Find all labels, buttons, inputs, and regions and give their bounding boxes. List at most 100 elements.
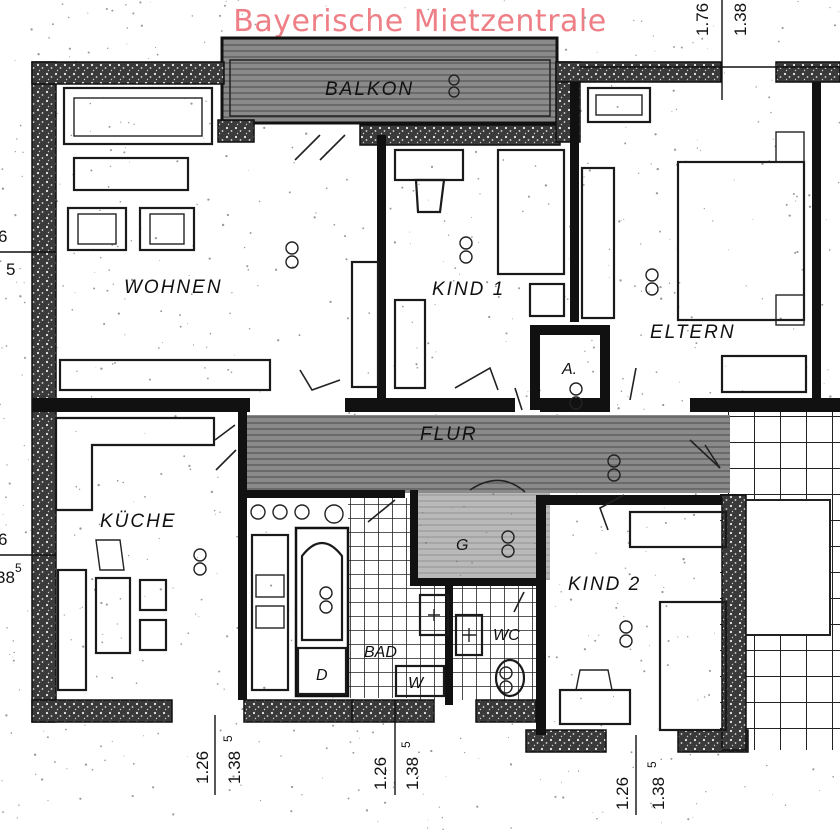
paper-speck <box>135 682 138 685</box>
paper-speck <box>97 483 100 487</box>
paper-speck <box>568 258 570 260</box>
paper-speck <box>158 537 160 540</box>
paper-speck <box>663 586 665 589</box>
fixture-label-dusche: D <box>316 667 328 684</box>
paper-speck <box>507 737 510 739</box>
kind1-furniture <box>393 148 566 390</box>
paper-speck <box>241 13 244 15</box>
paper-speck <box>418 183 420 186</box>
paper-speck <box>1 780 3 782</box>
paper-speck <box>632 766 634 769</box>
paper-speck <box>701 37 704 40</box>
paper-speck <box>608 265 610 267</box>
paper-speck <box>349 741 352 743</box>
paper-speck <box>132 12 135 15</box>
paper-speck <box>79 527 82 530</box>
paper-speck <box>624 567 627 569</box>
paper-speck <box>617 404 619 406</box>
paper-speck <box>141 659 144 662</box>
paper-speck <box>640 334 642 336</box>
paper-speck <box>254 23 257 26</box>
paper-speck <box>236 626 239 629</box>
paper-speck <box>325 5 327 7</box>
paper-speck <box>216 572 218 574</box>
paper-speck <box>679 381 680 383</box>
paper-speck <box>643 408 645 410</box>
paper-speck <box>511 723 514 725</box>
paper-speck <box>120 637 122 639</box>
paper-speck <box>540 779 541 780</box>
paper-speck <box>703 696 706 698</box>
interior-walls <box>32 82 840 735</box>
paper-speck <box>693 577 695 580</box>
paper-speck <box>172 813 175 816</box>
paper-speck <box>243 246 246 249</box>
paper-speck <box>0 403 1 406</box>
paper-speck <box>628 573 631 576</box>
paper-speck <box>14 150 16 153</box>
paper-speck <box>703 207 705 210</box>
paper-speck <box>159 588 162 591</box>
paper-speck <box>623 615 625 618</box>
paper-speck <box>580 697 582 700</box>
paper-speck <box>236 535 238 538</box>
paper-speck <box>70 134 73 137</box>
paper-speck <box>109 165 112 168</box>
paper-speck <box>663 507 665 509</box>
paper-speck <box>122 481 125 484</box>
paper-speck <box>569 598 573 601</box>
paper-speck <box>660 297 663 300</box>
paper-speck <box>230 371 233 374</box>
paper-speck <box>725 365 727 367</box>
paper-speck <box>223 4 226 7</box>
paper-speck <box>14 59 16 61</box>
paper-speck <box>416 347 418 349</box>
paper-speck <box>106 289 109 292</box>
paper-speck <box>22 504 24 507</box>
eltern-furniture <box>580 86 808 394</box>
paper-speck <box>1 187 5 190</box>
paper-speck <box>95 366 97 368</box>
paper-speck <box>263 126 266 129</box>
paper-speck <box>30 28 33 31</box>
paper-speck <box>226 213 230 217</box>
paper-speck <box>204 367 206 369</box>
paper-speck <box>488 315 491 319</box>
paper-speck <box>587 162 589 165</box>
paper-speck <box>571 673 573 676</box>
paper-speck <box>154 236 158 240</box>
paper-speck <box>654 133 657 136</box>
paper-speck <box>527 195 530 198</box>
paper-speck <box>176 160 179 163</box>
paper-speck <box>697 139 699 141</box>
paper-speck <box>673 148 677 151</box>
paper-speck <box>172 587 174 589</box>
paper-speck <box>478 757 480 759</box>
paper-speck <box>127 554 130 557</box>
paper-speck <box>90 130 91 132</box>
paper-speck <box>265 531 267 533</box>
paper-speck <box>22 151 24 153</box>
dim-left-lower-sup: 5 <box>15 561 22 575</box>
paper-speck <box>761 298 764 300</box>
paper-speck <box>596 817 598 820</box>
paper-speck <box>15 281 17 283</box>
paper-speck <box>686 635 689 638</box>
paper-speck <box>745 285 747 287</box>
paper-speck <box>106 47 109 50</box>
paper-speck <box>687 818 690 821</box>
paper-speck <box>427 8 429 11</box>
paper-speck <box>409 231 411 233</box>
paper-speck <box>203 780 205 782</box>
paper-speck <box>431 356 434 359</box>
paper-speck <box>630 751 633 754</box>
paper-speck <box>157 732 160 735</box>
room-label-abstell: A. <box>561 361 577 378</box>
paper-speck <box>5 496 7 499</box>
paper-speck <box>592 370 595 373</box>
paper-speck <box>124 147 127 149</box>
paper-speck <box>18 689 21 691</box>
kind2-furniture <box>558 510 728 732</box>
